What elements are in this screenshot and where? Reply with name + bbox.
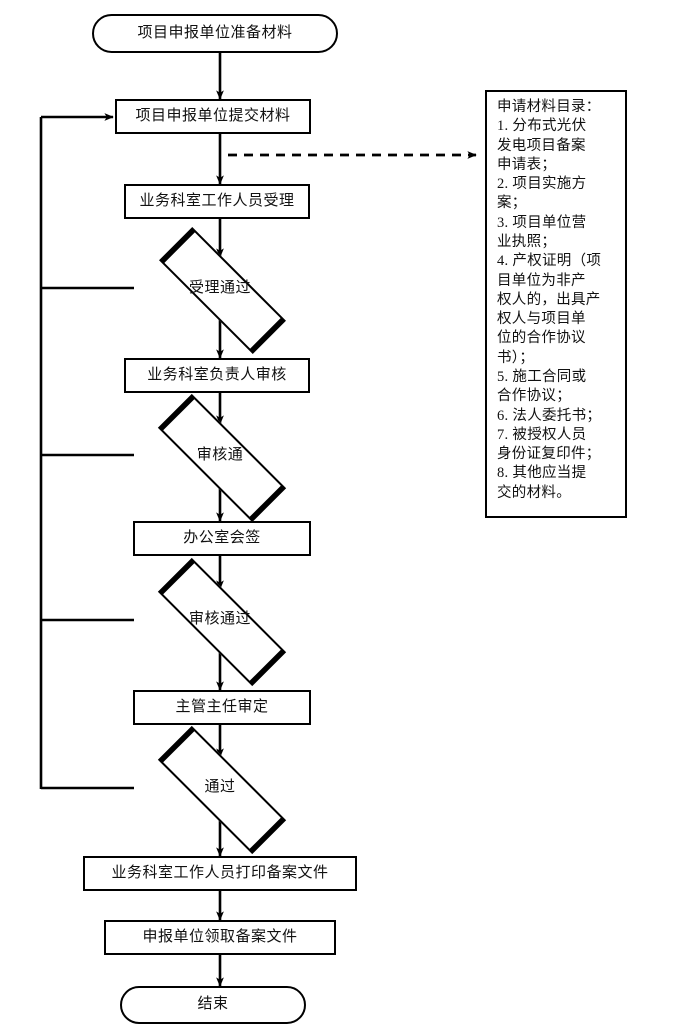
note-line: 8. 其他应当提 [497, 465, 587, 482]
note-line: 业执照； [497, 233, 557, 250]
node-print-doc-label: 业务科室工作人员打印备案文件 [111, 864, 329, 881]
note-line: 权人与项目单 [497, 311, 586, 328]
node-accept-check-label: 受理通过 [188, 279, 251, 296]
note-line: 3. 项目单位营 [497, 214, 587, 231]
node-end[interactable]: 结束 [120, 986, 306, 1024]
note-line: 7. 被授权人员 [497, 426, 587, 443]
node-office-check[interactable]: 审核通过 [134, 557, 306, 687]
note-line: 2. 项目实施方 [497, 176, 587, 193]
note-line: 申请材料目录： [497, 99, 601, 115]
note-line: 5. 施工合同或 [497, 368, 587, 385]
node-print-doc[interactable]: 业务科室工作人员打印备案文件 [83, 856, 357, 891]
note-line: 合作协议； [497, 388, 571, 405]
node-submit-label: 项目申报单位提交材料 [135, 107, 291, 124]
note-line: 目单位为非产 [497, 272, 586, 289]
node-accept-label: 业务科室工作人员受理 [139, 192, 295, 209]
node-start[interactable]: 项目申报单位准备材料 [92, 14, 338, 53]
node-leader-review-label: 业务科室负责人审核 [147, 366, 287, 383]
node-start-label: 项目申报单位准备材料 [137, 24, 293, 41]
note-line: 交的材料。 [497, 484, 571, 501]
node-director-check[interactable]: 通过 [134, 725, 306, 855]
node-director-check-label: 通过 [204, 779, 236, 796]
node-leader-review[interactable]: 业务科室负责人审核 [124, 358, 310, 393]
node-office-check-label: 审核通过 [188, 611, 251, 628]
note-line: 权人的，出具产 [497, 291, 601, 308]
node-accept-check[interactable]: 受理通过 [134, 227, 306, 354]
note-line: 4. 产权证明（项 [497, 253, 602, 270]
node-office-sign[interactable]: 办公室会签 [133, 521, 311, 556]
note-line: 1. 分布式光伏 [497, 118, 587, 135]
node-accept[interactable]: 业务科室工作人员受理 [124, 184, 310, 219]
note-line: 书）； [497, 349, 535, 366]
note-line: 6. 法人委托书； [497, 407, 602, 424]
node-end-label: 结束 [197, 996, 229, 1013]
note-line: 位的合作协议 [497, 330, 586, 347]
node-leader-check[interactable]: 审核通 [134, 393, 306, 522]
note-line: 身份证复印件； [497, 446, 601, 463]
note-line: 发电项目备案 [497, 137, 586, 154]
node-collect-doc-label: 申报单位领取备案文件 [142, 928, 298, 945]
note-line: 申请表； [497, 156, 557, 173]
note-line: 案； [497, 195, 527, 212]
node-director-approve-label: 主管主任审定 [175, 698, 269, 715]
node-collect-doc[interactable]: 申报单位领取备案文件 [104, 920, 336, 955]
node-office-sign-label: 办公室会签 [183, 529, 261, 546]
node-director-approve[interactable]: 主管主任审定 [133, 690, 311, 725]
materials-note-box: 申请材料目录： 1. 分布式光伏 发电项目备案 申请表； 2. 项目实施方 案；… [485, 90, 627, 518]
node-leader-check-label: 审核通 [196, 446, 244, 463]
node-submit[interactable]: 项目申报单位提交材料 [115, 99, 311, 134]
